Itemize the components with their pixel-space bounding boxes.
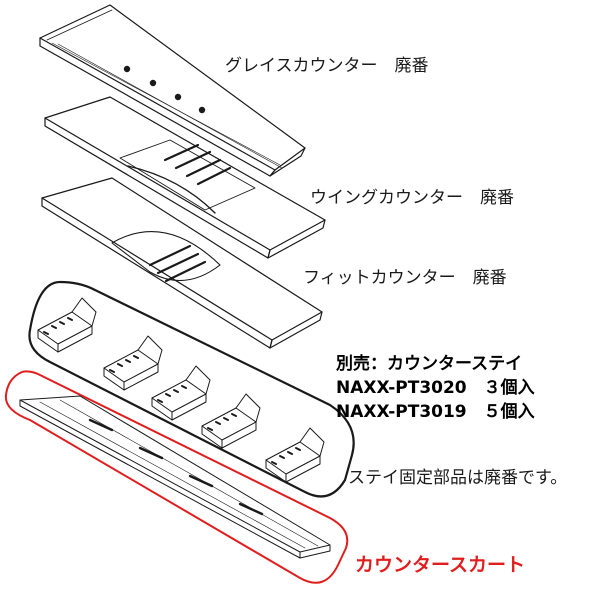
wing-counter-label: ウイングカウンター 廃番	[310, 188, 514, 208]
stay-group-outline	[28, 280, 355, 498]
grace-counter-label: グレイスカウンター 廃番	[225, 56, 429, 76]
counter-stay-bracket	[37, 297, 97, 353]
fit-counter-drawing	[41, 177, 323, 349]
counter-stay-bracket	[151, 365, 211, 421]
counter-skirt-drawing	[19, 395, 331, 559]
counter-stay-bracket	[265, 427, 325, 483]
fit-counter-label: フィットカウンター 廃番	[303, 268, 507, 288]
sold-separately-label: 別売：カウンターステイ	[336, 354, 523, 374]
counter-stay-bracket	[103, 335, 163, 391]
counter-skirt-outline	[4, 370, 349, 584]
stay-discontinued-note: ステイ固定部品は廃番です。	[348, 468, 568, 488]
part-number-3020: NAXX-PT3020 ３個入	[336, 378, 535, 398]
counter-skirt-label: カウンタースカート	[355, 554, 526, 576]
wing-counter-drawing	[44, 96, 326, 259]
counter-stay-bracket	[201, 393, 261, 449]
part-number-3019: NAXX-PT3019 ５個入	[336, 402, 535, 422]
grace-counter-drawing	[39, 4, 306, 177]
